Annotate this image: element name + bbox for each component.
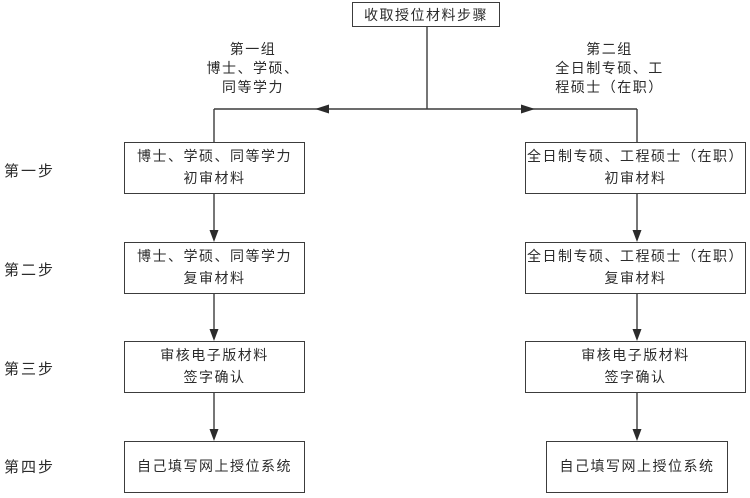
title-text: 收取授位材料步骤 — [364, 7, 488, 24]
node-line: 复审材料 — [604, 271, 667, 287]
node-line: 自己填写网上授位系统 — [559, 459, 715, 475]
node-left-step1: 博士、学硕、同等学力 初审材料 — [124, 142, 305, 194]
group-label-left: 第一组 博士、学硕、 同等学力 — [178, 41, 328, 98]
node-line: 复审材料 — [183, 271, 246, 287]
arrow-down-icon — [632, 329, 642, 341]
node-left-step3: 审核电子版材料 签字确认 — [124, 341, 305, 393]
arrow-down-icon — [632, 429, 642, 441]
node-line: 签字确认 — [183, 370, 246, 386]
arrow-down-icon — [209, 230, 219, 242]
group-label-line: 第二组 — [586, 42, 633, 58]
node-line: 博士、学硕、同等学力 — [137, 149, 292, 165]
node-right-step2: 全日制专硕、工程硕士（在职） 复审材料 — [525, 242, 746, 294]
group-label-line: 程硕士（在职） — [555, 80, 664, 96]
arrow-left-icon — [315, 104, 329, 114]
connectors — [209, 27, 642, 441]
node-line: 初审材料 — [183, 171, 246, 187]
arrow-down-icon — [632, 230, 642, 242]
node-line: 初审材料 — [604, 171, 667, 187]
group-label-line: 博士、学硕、 — [206, 61, 300, 77]
arrow-right-icon — [521, 104, 535, 114]
step-label-4: 第四步 — [4, 458, 56, 476]
step-label-2: 第二步 — [4, 261, 56, 279]
node-left-step2: 博士、学硕、同等学力 复审材料 — [124, 242, 305, 294]
group-label-line: 全日制专硕、工 — [555, 61, 664, 77]
step-label-1: 第一步 — [4, 162, 56, 180]
node-line: 审核电子版材料 — [160, 348, 269, 364]
arrow-down-icon — [209, 429, 219, 441]
node-right-step3: 审核电子版材料 签字确认 — [525, 341, 746, 393]
node-line: 全日制专硕、工程硕士（在职） — [527, 149, 744, 165]
node-line: 签字确认 — [604, 370, 667, 386]
group-label-right: 第二组 全日制专硕、工 程硕士（在职） — [527, 41, 692, 98]
node-line: 审核电子版材料 — [581, 348, 690, 364]
group-label-line: 第一组 — [229, 42, 277, 58]
node-line: 博士、学硕、同等学力 — [137, 249, 292, 265]
node-right-step1: 全日制专硕、工程硕士（在职） 初审材料 — [525, 142, 746, 194]
node-line: 自己填写网上授位系统 — [137, 459, 292, 475]
title-box: 收取授位材料步骤 — [352, 2, 500, 27]
node-right-step4: 自己填写网上授位系统 — [546, 441, 728, 493]
node-line: 全日制专硕、工程硕士（在职） — [527, 249, 744, 265]
group-label-line: 同等学力 — [222, 80, 284, 96]
node-left-step4: 自己填写网上授位系统 — [124, 441, 305, 493]
step-label-3: 第三步 — [4, 360, 56, 378]
arrow-down-icon — [209, 329, 219, 341]
